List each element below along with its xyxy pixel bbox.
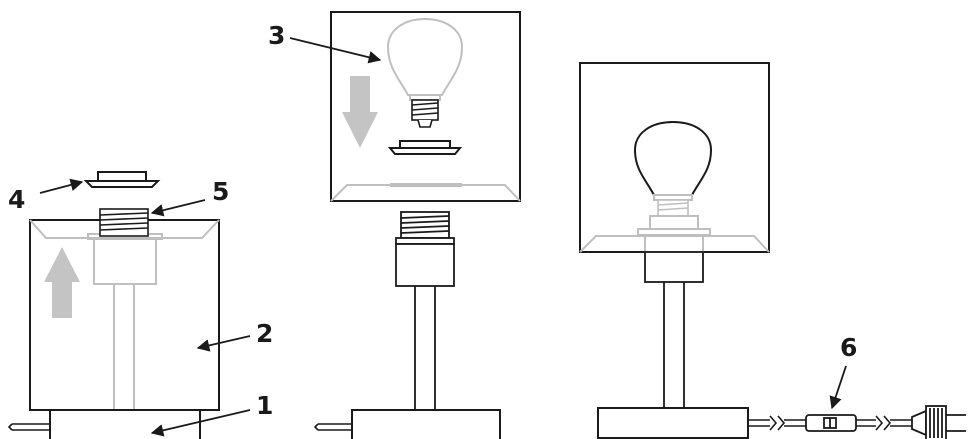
power-cord: [748, 415, 912, 431]
bulb-part: [386, 17, 464, 128]
callout-label-4: 4: [8, 185, 25, 214]
cord-stub: [7, 423, 50, 431]
step-3-figure: 6: [579, 62, 966, 439]
step-2-figure: 3: [268, 11, 521, 439]
callout-arrow-6: [829, 365, 847, 410]
cord-switch-part: [805, 414, 857, 432]
base-part: [351, 409, 501, 439]
insert-arrow-icon: [342, 76, 378, 148]
plug-part: [911, 405, 966, 439]
base-part: [49, 409, 201, 439]
socket-part: [637, 215, 711, 253]
socket-part: [395, 211, 455, 410]
callout-arrow-2: [196, 335, 251, 352]
step-1-figure: 4 5 2 1: [7, 171, 273, 439]
callout-label-3: 3: [268, 21, 285, 50]
socket-thread-part: [99, 208, 149, 237]
shade-ring-part: [387, 140, 463, 155]
cord-stub: [313, 423, 352, 431]
shade-part: [29, 219, 220, 411]
lift-arrow-icon: [44, 247, 80, 318]
socket-part: [644, 251, 704, 408]
callout-arrow-4: [39, 178, 84, 194]
callout-label-5: 5: [212, 177, 229, 206]
callout-arrow-3: [289, 37, 382, 64]
callout-label-2: 2: [256, 319, 273, 348]
callout-arrow-5: [150, 199, 206, 217]
base-part: [597, 407, 749, 439]
callout-label-1: 1: [256, 391, 273, 420]
bulb-part: [633, 120, 713, 217]
callout-label-6: 6: [840, 333, 857, 362]
shade-ring-part: [83, 171, 161, 188]
callout-arrow-1: [150, 409, 251, 437]
